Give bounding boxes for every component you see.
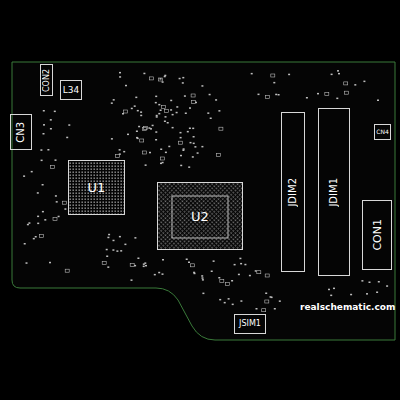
component-outline: U2 (157, 182, 243, 250)
component-outline: L34 (60, 80, 82, 100)
refdes-label: U2 (191, 210, 209, 223)
component-outline: CN3 (10, 114, 32, 150)
board-outline (12, 62, 395, 340)
component-outline: JDIM2 (281, 112, 305, 272)
component-outline: JDIM1 (318, 108, 350, 276)
refdes-label: CN4 (376, 129, 389, 135)
refdes-label: JDIM1 (329, 178, 339, 207)
refdes-label: CON2 (43, 69, 51, 92)
refdes-label: L34 (63, 86, 79, 95)
component-outline: CON2 (40, 64, 53, 96)
bga-pads (157, 182, 243, 250)
component-outline: CON1 (362, 200, 392, 270)
refdes-label: JDIM2 (288, 178, 298, 207)
component-outline: U1 (68, 160, 125, 215)
die-outline (172, 196, 228, 238)
small-parts (23, 70, 388, 312)
component-outline: CN4 (374, 124, 391, 140)
refdes-label: CON1 (372, 219, 383, 251)
refdes-label: CN3 (16, 122, 26, 143)
watermark: realschematic.com (300, 302, 395, 312)
component-outline: JSIM1 (234, 314, 266, 334)
refdes-label: JSIM1 (239, 320, 261, 328)
bga-pads (68, 160, 125, 215)
refdes-label: U1 (88, 181, 106, 194)
